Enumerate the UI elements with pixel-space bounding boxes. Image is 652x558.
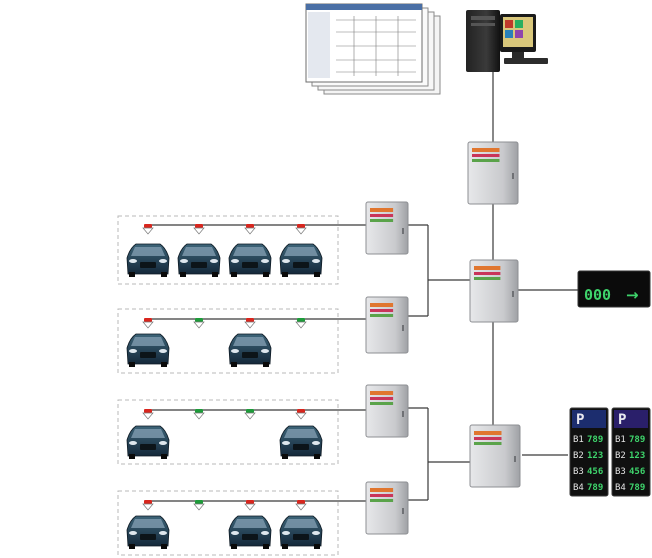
level-label: B1 bbox=[615, 435, 626, 445]
level-count: 789 bbox=[629, 435, 645, 445]
central-controller-1 bbox=[469, 259, 519, 323]
zone-4 bbox=[126, 500, 323, 549]
pc-keyboard bbox=[504, 58, 548, 64]
zone-border-2 bbox=[117, 308, 339, 374]
level-label: B3 bbox=[573, 467, 584, 477]
level-display-header: P bbox=[576, 412, 584, 428]
sensor-red bbox=[142, 500, 154, 511]
level-label: B2 bbox=[573, 451, 584, 461]
node-controller-3 bbox=[365, 384, 409, 438]
sensor-red bbox=[295, 224, 307, 235]
central-controller-main bbox=[467, 141, 519, 205]
level-label: B1 bbox=[573, 435, 584, 445]
zone-border-3 bbox=[117, 399, 339, 465]
parking-zones bbox=[126, 224, 323, 549]
parked-car bbox=[126, 515, 170, 549]
sensor-red bbox=[295, 409, 307, 420]
sensor-green bbox=[193, 500, 205, 511]
sensor-green bbox=[295, 318, 307, 329]
parked-car bbox=[177, 243, 221, 277]
level-count: 123 bbox=[629, 451, 645, 461]
parked-car bbox=[279, 515, 323, 549]
level-count: 789 bbox=[587, 435, 603, 445]
level-count: 123 bbox=[587, 451, 603, 461]
central-controller-2 bbox=[469, 424, 521, 488]
guidance-sign-arrow: → bbox=[626, 286, 639, 304]
parked-car bbox=[126, 333, 170, 367]
level-count: 456 bbox=[587, 467, 603, 477]
node-controller-2 bbox=[365, 296, 409, 354]
parked-car bbox=[228, 333, 272, 367]
node-controller-1 bbox=[365, 201, 409, 255]
level-label: B2 bbox=[615, 451, 626, 461]
sensor-red bbox=[244, 318, 256, 329]
sensor-red bbox=[142, 224, 154, 235]
sensor-red bbox=[142, 409, 154, 420]
level-label: B4 bbox=[615, 483, 626, 493]
parked-car bbox=[126, 425, 170, 459]
parked-car bbox=[279, 243, 323, 277]
parked-car bbox=[126, 243, 170, 277]
sensor-green bbox=[193, 318, 205, 329]
parked-car bbox=[279, 425, 323, 459]
parked-car bbox=[228, 243, 272, 277]
connection-lines bbox=[148, 72, 578, 502]
server-computer bbox=[466, 10, 548, 72]
management-software-screens bbox=[305, 3, 441, 95]
zone-border-1 bbox=[117, 215, 339, 285]
level-count: 789 bbox=[587, 483, 603, 493]
zone-borders bbox=[117, 215, 339, 556]
zone-3 bbox=[126, 409, 323, 459]
zone-border-4 bbox=[117, 490, 339, 556]
level-display-header: P bbox=[618, 412, 626, 428]
zone-1 bbox=[126, 224, 323, 277]
level-count: 456 bbox=[629, 467, 645, 477]
sensor-red bbox=[295, 500, 307, 511]
level-label: B4 bbox=[573, 483, 584, 493]
node-controller-4 bbox=[365, 481, 409, 535]
level-label: B3 bbox=[615, 467, 626, 477]
sensor-green bbox=[193, 409, 205, 420]
parked-car bbox=[228, 515, 272, 549]
controllers bbox=[365, 141, 521, 535]
sensor-red bbox=[244, 224, 256, 235]
zone-2 bbox=[126, 318, 307, 367]
sensor-red bbox=[142, 318, 154, 329]
guidance-sign: 000 → bbox=[577, 270, 651, 308]
guidance-sign-digits: 000 bbox=[584, 286, 611, 304]
sensor-red bbox=[244, 500, 256, 511]
level-count: 789 bbox=[629, 483, 645, 493]
sensor-green bbox=[244, 409, 256, 420]
sensor-red bbox=[193, 224, 205, 235]
